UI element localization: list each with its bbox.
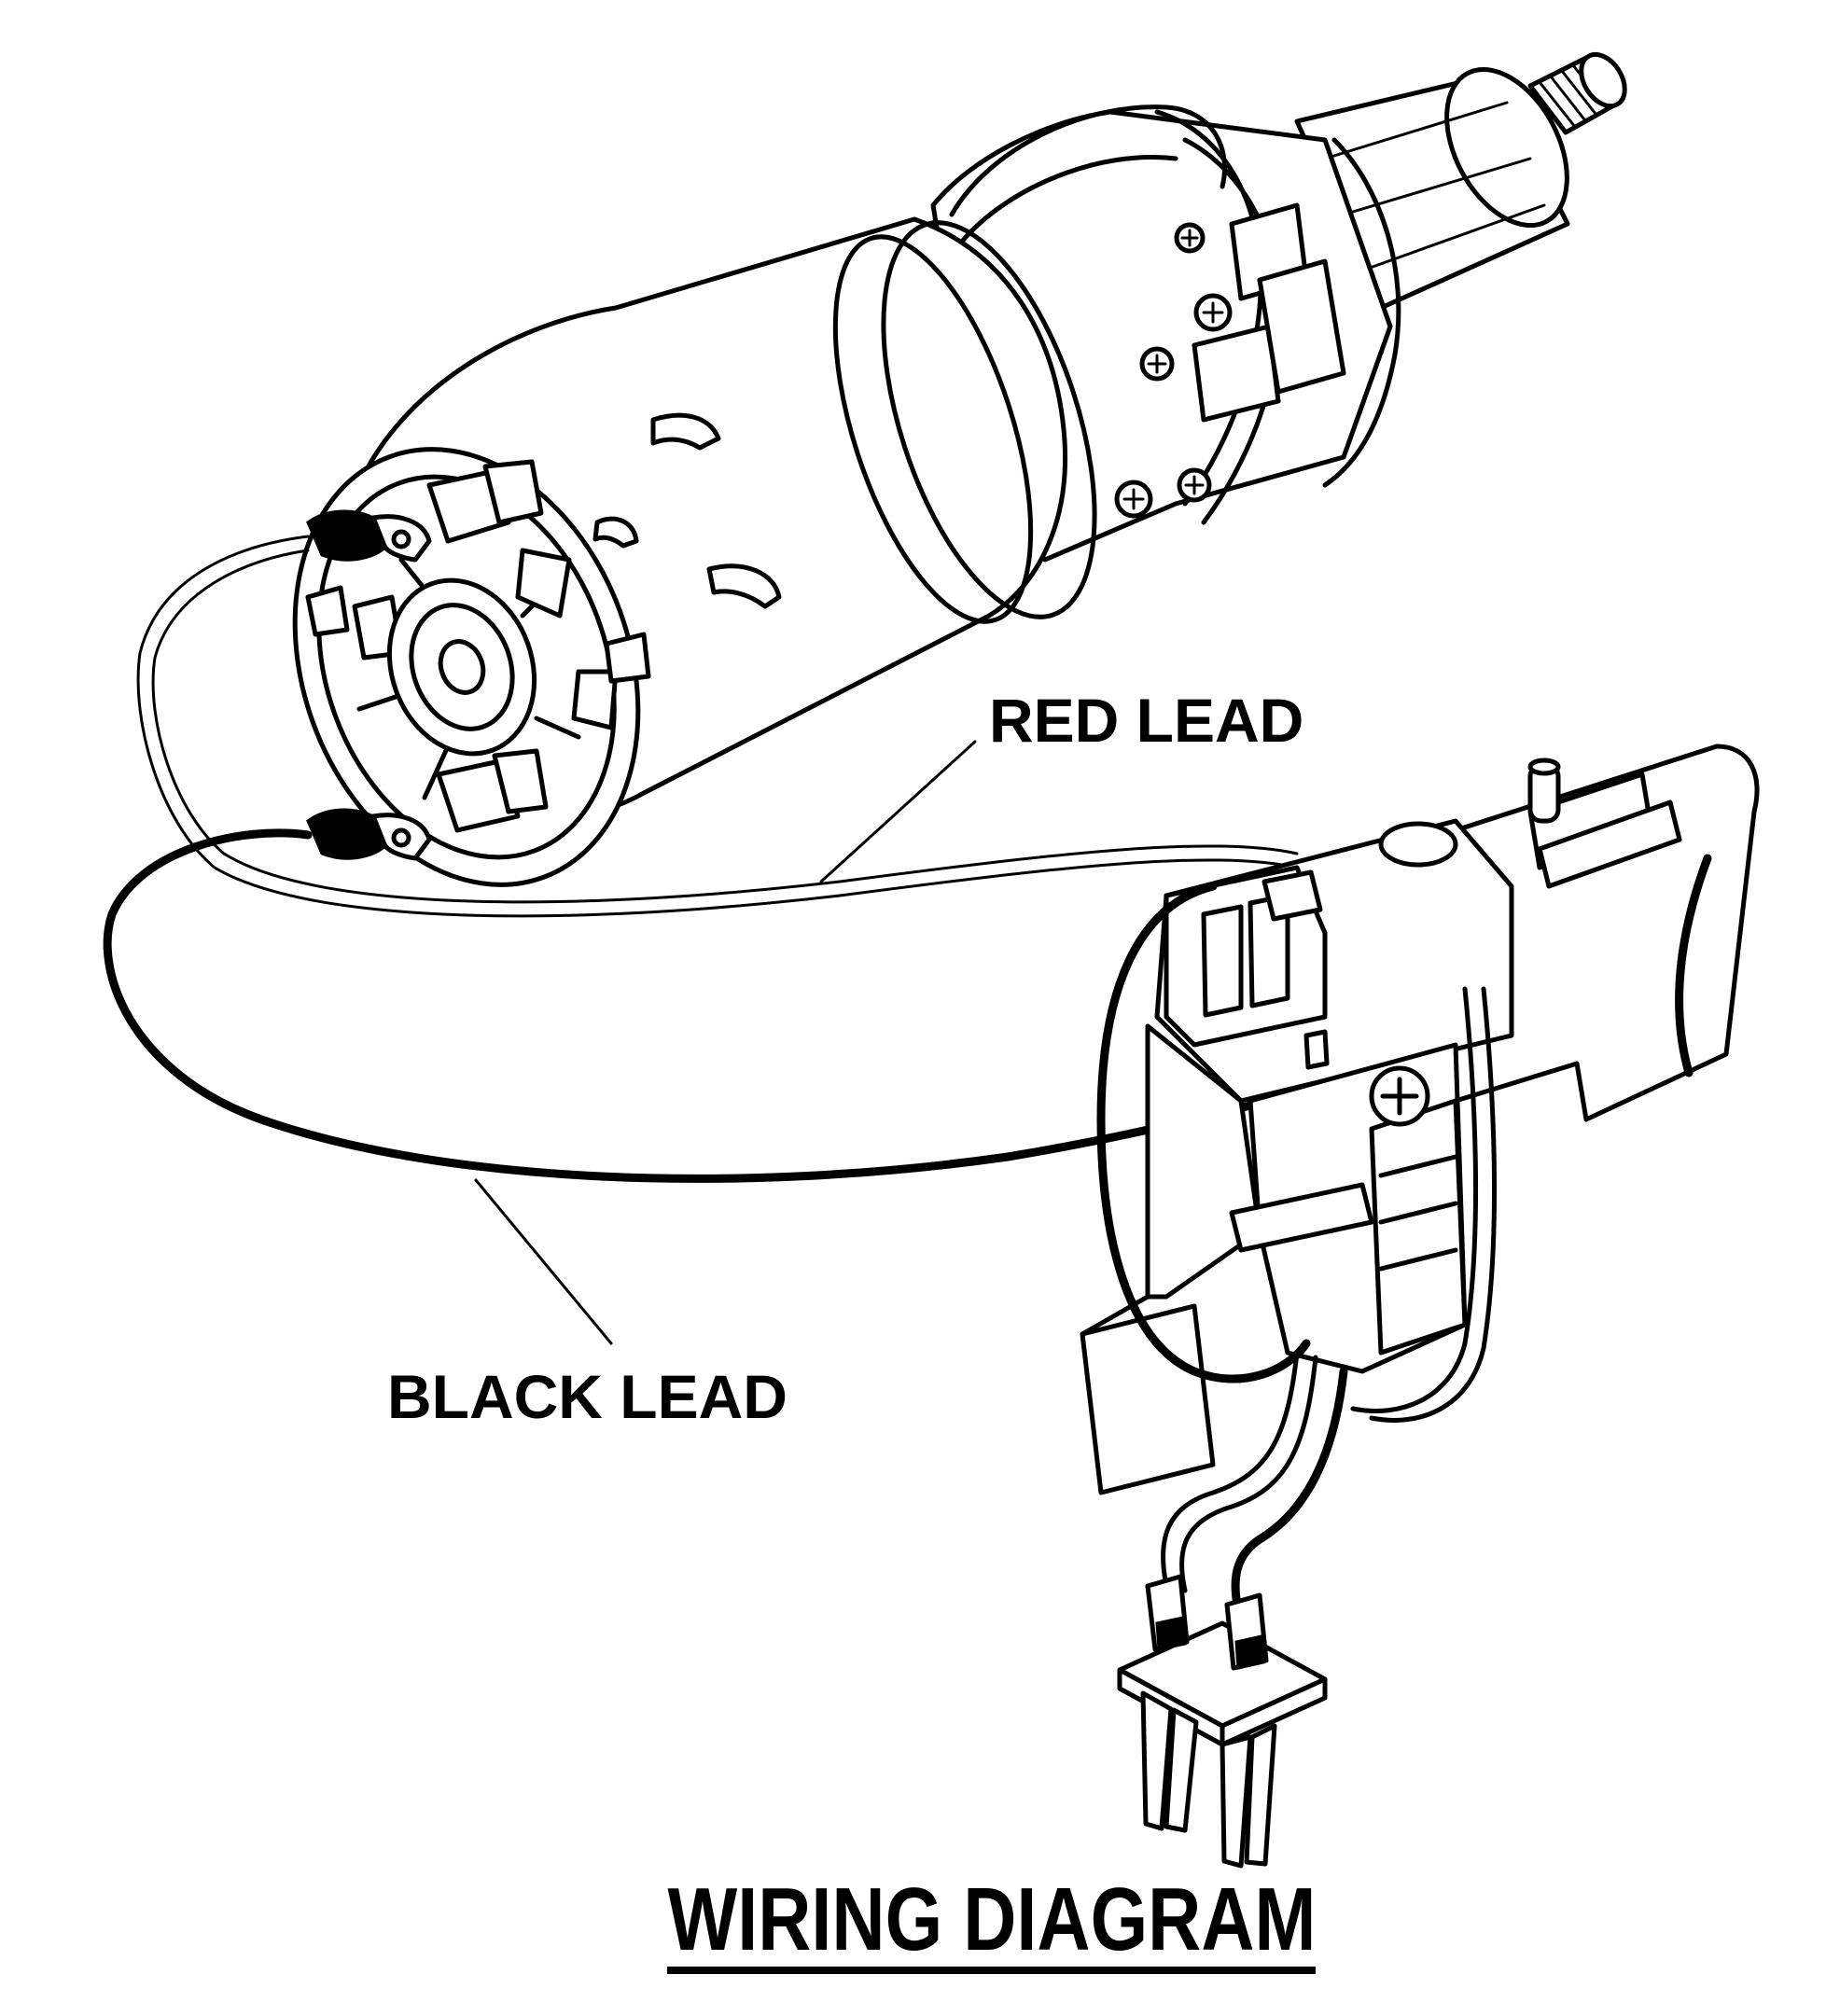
switch-body [1154,818,1514,1104]
battery-terminal-block [1117,1574,1328,1869]
black-lead-label: BLACK LEAD [387,1362,788,1431]
motor-terminal-top [306,509,432,563]
gearbox-screw [1193,293,1233,332]
black-lead-wire [103,828,1274,1183]
output-spindle [1527,51,1627,135]
switch-lower-block [1229,1042,1468,1374]
gearbox-screw [1139,346,1175,382]
trigger-housing [1453,744,1760,1122]
red-lead-leader-line [819,740,977,883]
gearbox-screw [1114,480,1153,519]
mounting-plate [1080,1023,1262,1495]
gearbox-screw [1177,467,1212,503]
switch-assembly [1080,744,1760,1869]
black-lead-leader-line [474,1178,613,1345]
motor-assembly [292,51,1627,887]
switch-output-wires [1161,986,1498,1628]
wires [103,535,1299,1345]
red-lead-wire [136,535,1299,918]
switch-screw [1369,1065,1430,1127]
red-lead-wire-inner [151,549,1299,904]
motor-terminal-bottom [306,808,432,861]
gearbox-screw [1174,222,1206,254]
diagram-title: WIRING DIAGRAM [668,1870,1317,1969]
red-lead-label: RED LEAD [989,686,1303,755]
motor-end-cap [292,447,651,887]
